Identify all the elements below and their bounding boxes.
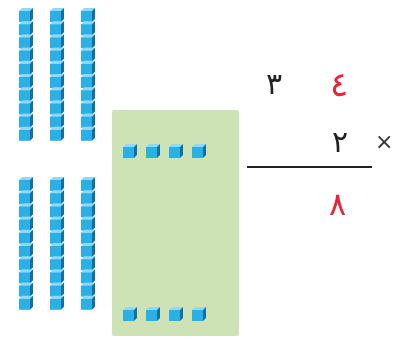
answer-line	[247, 166, 372, 168]
result-ones-digit: ٨	[329, 185, 347, 223]
unit-cube	[169, 144, 183, 158]
multiplicand-ones-digit: ٤	[330, 65, 349, 105]
times-sign: ×	[375, 130, 394, 155]
unit-cube	[169, 307, 183, 321]
unit-cube	[146, 144, 160, 158]
multiplicand-tens-digit: ٣	[266, 67, 283, 102]
multiplier-digit: ٢	[332, 125, 349, 160]
unit-cube	[192, 307, 206, 321]
unit-cube	[192, 144, 206, 158]
unit-cube	[123, 307, 137, 321]
unit-cube	[146, 307, 160, 321]
unit-cube	[123, 144, 137, 158]
